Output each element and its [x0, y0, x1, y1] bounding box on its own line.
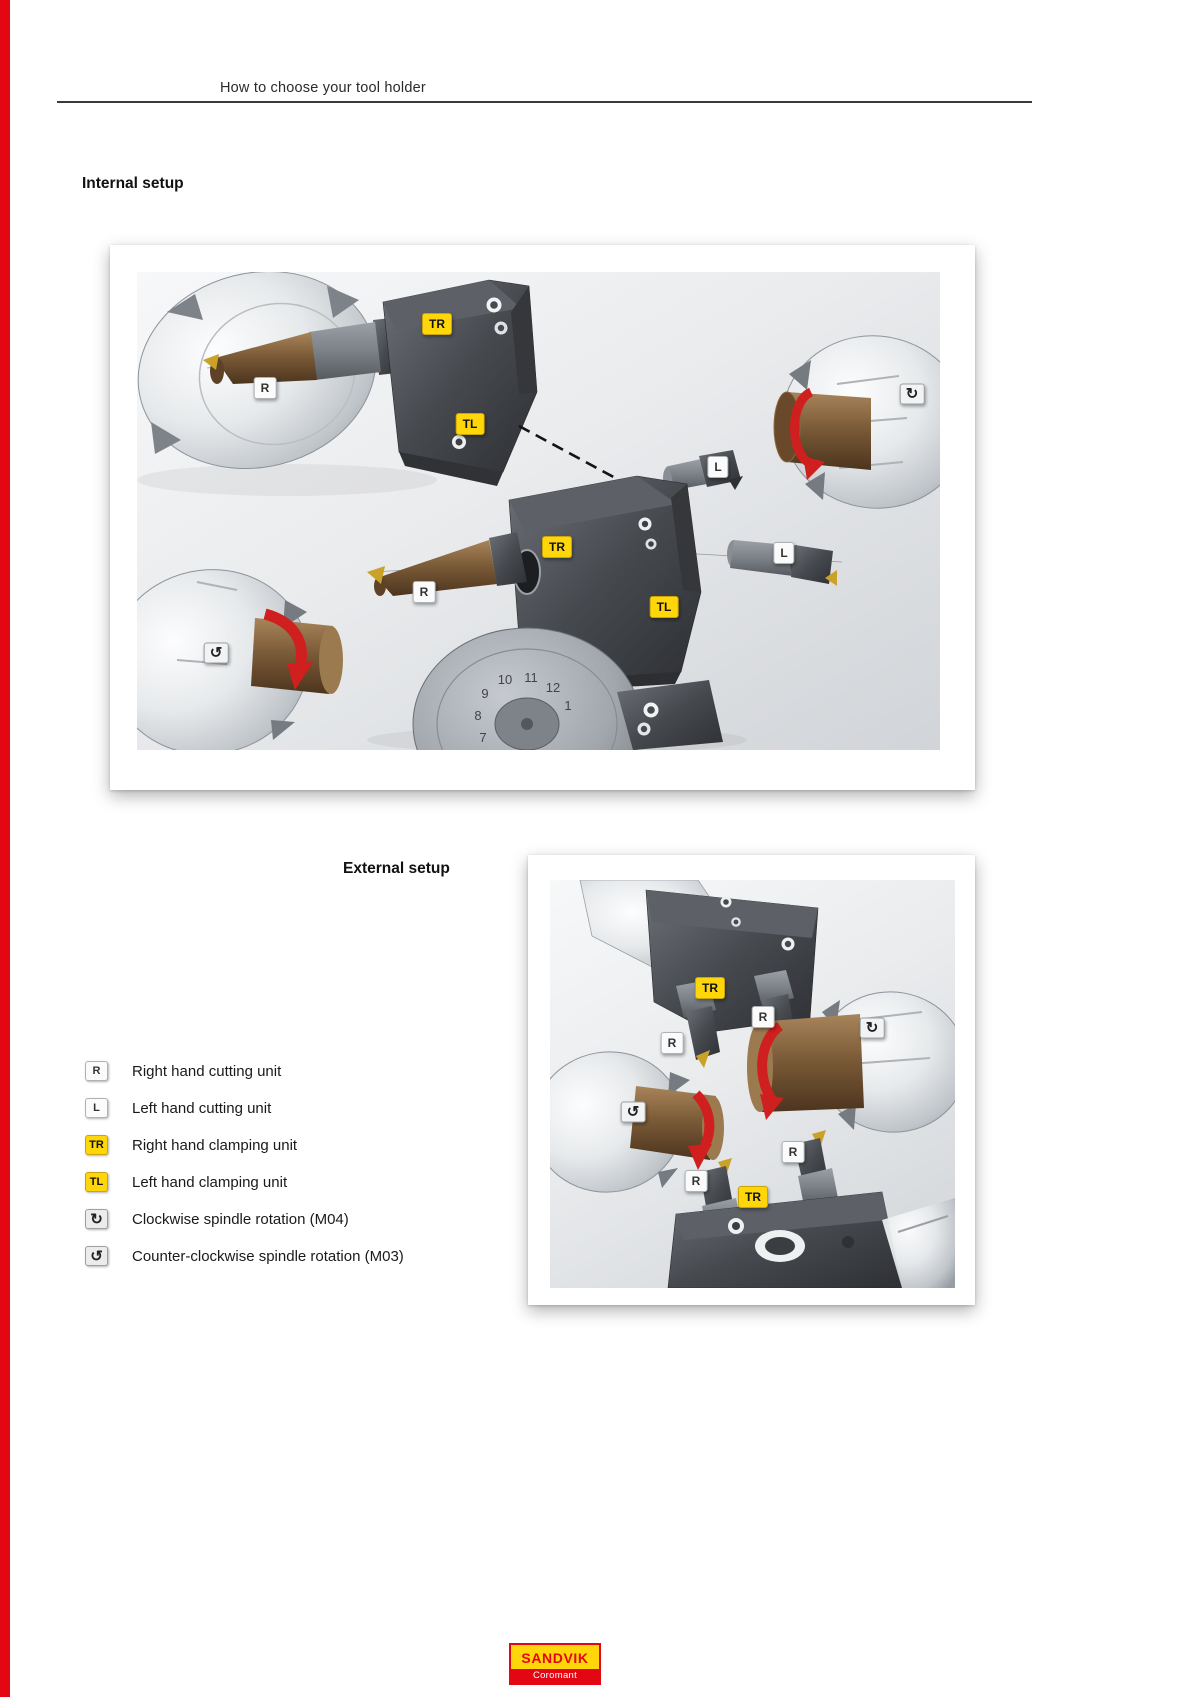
rotation-arrow-left	[688, 1090, 715, 1170]
sandvik-wordmark: SANDVIK	[521, 1650, 589, 1666]
clockwise-rotation-icon: ↻	[85, 1209, 108, 1229]
counter-clockwise-rotation-icon: ↺	[203, 642, 229, 664]
left-accent-stripe	[0, 0, 10, 1697]
clockwise-rotation-icon: ↻	[899, 383, 925, 405]
turret-number: 11	[524, 670, 538, 685]
cutting-unit-tag-r: R	[684, 1170, 708, 1192]
turret-disc: 7 8 9 10 11 12 1	[412, 627, 642, 750]
rotation-arrow-right	[790, 387, 825, 480]
legend-label: Clockwise spindle rotation (M04)	[132, 1210, 349, 1228]
cutting-unit-tag-r: R	[751, 1006, 775, 1028]
page-header: How to choose your tool holder	[220, 80, 426, 96]
workpiece-bottom-left	[251, 618, 343, 694]
legend-label: Left hand cutting unit	[132, 1099, 272, 1117]
cutting-unit-tag-r: R	[412, 581, 436, 603]
counter-clockwise-rotation-icon: ↺	[620, 1101, 646, 1123]
clamping-block-bottom-right	[617, 680, 723, 750]
legend-item-left-cutting: L Left hand cutting unit	[85, 1097, 404, 1119]
turret-number: 9	[481, 686, 488, 701]
legend-item-right-clamping: TR Right hand clamping unit	[85, 1134, 404, 1156]
clamping-unit-tag-tr: TR	[738, 1186, 768, 1208]
cutting-unit-tag-r: R	[253, 377, 277, 399]
cutting-unit-tag-l: L	[707, 456, 729, 478]
legend-label: Counter-clockwise spindle rotation (M03)	[132, 1247, 404, 1265]
turret-number: 7	[479, 730, 486, 745]
clamping-unit-tag-tr: TR	[542, 536, 572, 558]
clamping-unit-tag-tl: TL	[455, 413, 485, 435]
external-setup-illustration	[550, 880, 955, 1288]
clamping-unit-tag-tr: TR	[422, 313, 452, 335]
external-setup-figure: TR R R ↻ ↺ R R TR	[528, 855, 975, 1305]
turret-number: 1	[564, 698, 571, 713]
legend-label: Left hand clamping unit	[132, 1173, 288, 1191]
clockwise-rotation-icon: ↻	[859, 1017, 885, 1039]
legend-label: Right hand clamping unit	[132, 1136, 298, 1154]
clamping-unit-tag-tl: TL	[649, 596, 679, 618]
rotation-arrow-right	[757, 1021, 784, 1120]
machine-bottom-right	[882, 1198, 955, 1288]
legend-label: Right hand cutting unit	[132, 1062, 282, 1080]
header-rule	[57, 101, 1032, 103]
clamping-block-bottom	[667, 1191, 903, 1288]
l-cutting-unit-icon: L	[85, 1098, 108, 1118]
rotation-arrow-bottom-left	[263, 608, 313, 690]
counter-clockwise-rotation-icon: ↺	[85, 1246, 108, 1266]
external-setup-panel: TR R R ↻ ↺ R R TR	[550, 880, 955, 1288]
legend-item-left-clamping: TL Left hand clamping unit	[85, 1171, 404, 1193]
turret-number: 10	[498, 672, 512, 687]
legend-item-clockwise: ↻ Clockwise spindle rotation (M04)	[85, 1208, 404, 1230]
internal-setup-title: Internal setup	[82, 175, 184, 192]
internal-setup-figure: 7 8 9 10 11 12 1 TR R TL L ↻ TR R L TL ↺	[110, 245, 975, 790]
internal-setup-panel: 7 8 9 10 11 12 1 TR R TL L ↻ TR R L TL ↺	[137, 272, 940, 750]
boring-bar-middle	[367, 532, 527, 596]
r-cutting-unit-icon: R	[85, 1061, 108, 1081]
turret-number: 12	[546, 680, 560, 695]
internal-setup-illustration: 7 8 9 10 11 12 1	[137, 272, 940, 750]
clamping-block-top	[382, 279, 538, 486]
workpiece-right	[773, 391, 871, 470]
clamping-unit-tag-tr: TR	[695, 977, 725, 999]
tr-clamping-unit-icon: TR	[85, 1135, 108, 1155]
clamping-block-top	[645, 889, 819, 1033]
cutting-unit-tag-r: R	[781, 1141, 805, 1163]
cutting-unit-tag-l: L	[773, 542, 795, 564]
legend-item-counter-clockwise: ↺ Counter-clockwise spindle rotation (M0…	[85, 1245, 404, 1267]
external-setup-title: External setup	[343, 860, 450, 877]
coromant-wordmark: Coromant	[511, 1669, 599, 1683]
turret-number: 8	[474, 708, 481, 723]
legend-item-right-cutting: R Right hand cutting unit	[85, 1060, 404, 1082]
cutting-unit-tag-r: R	[660, 1032, 684, 1054]
sandvik-coromant-logo: SANDVIK Coromant	[509, 1643, 601, 1685]
tl-clamping-unit-icon: TL	[85, 1172, 108, 1192]
legend: R Right hand cutting unit L Left hand cu…	[85, 1060, 404, 1267]
shadow	[137, 464, 437, 496]
